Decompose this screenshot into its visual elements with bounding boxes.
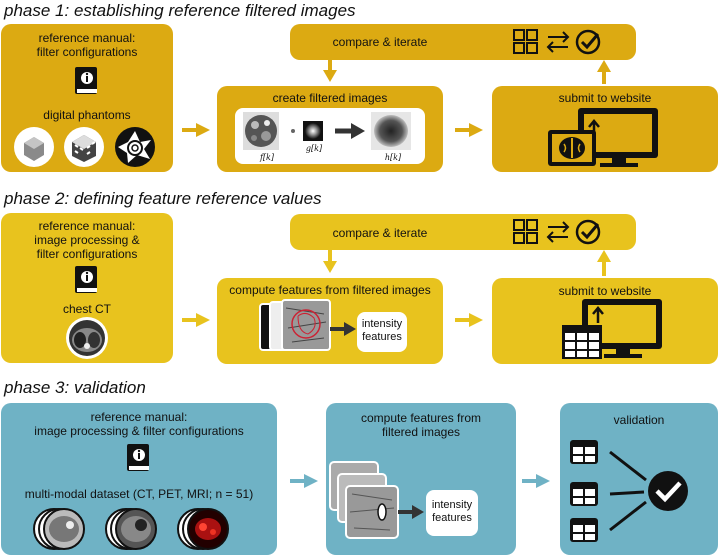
phase3-title: phase 3: validation [4, 378, 146, 397]
phase3-arrow-right-2 [522, 474, 550, 488]
phase1-phantoms-label: digital phantoms [43, 108, 131, 122]
phase3-manual-label: reference manual: image processing & fil… [34, 410, 244, 438]
f-k-label: f[k] [259, 153, 275, 162]
phase2-intensity-card [357, 312, 407, 352]
phase1-compare-label: compare & iterate [332, 35, 428, 49]
phase3-arrow-right-1 [290, 474, 318, 488]
phase2-feature-arrow [330, 322, 356, 336]
phase3-intensity-card [426, 490, 478, 536]
compare-iterate-icons [513, 29, 601, 55]
filter-convolution-diagram [243, 112, 411, 150]
phase2-arrow-up [597, 250, 611, 276]
phase1-manual-label: reference manual: filter configurations [36, 31, 138, 59]
phase1-create-label: create filtered images [272, 91, 388, 105]
manual-book-icon [127, 444, 149, 471]
manual-book-icon [75, 266, 97, 293]
phase2-compare-box [290, 214, 636, 250]
filtered-ct-stack-icon [259, 299, 331, 351]
website-monitor-table-icon [562, 299, 662, 359]
phase3-compute-label: compute features from filtered images [360, 411, 482, 439]
multimodal-scan-stacks [33, 508, 229, 550]
phase2-arrow-right-2 [455, 313, 483, 327]
validation-tables-check-icon [570, 440, 688, 542]
table-icon [570, 482, 598, 506]
compare-iterate-icons [513, 219, 601, 245]
manual-book-icon [75, 67, 97, 94]
phase2-compute-label: compute features from filtered images [229, 283, 431, 297]
phase1-title: phase 1: establishing reference filtered… [4, 1, 356, 20]
table-icon [570, 518, 598, 542]
phase2-title: phase 2: defining feature reference valu… [4, 189, 322, 208]
phase1-submit-label: submit to website [558, 91, 652, 105]
phase1-arrow-right-2 [455, 123, 483, 137]
chest-ct-icon [66, 317, 108, 359]
phase2-compare-label: compare & iterate [332, 226, 428, 240]
table-icon [570, 440, 598, 464]
phase3-dataset-label: multi-modal dataset (CT, PET, MRI; n = 5… [24, 487, 254, 501]
phase3-intensity-label: intensity features [431, 499, 473, 524]
phase2-submit-label: submit to website [558, 284, 652, 298]
h-k-label: h[k] [384, 153, 402, 162]
phase2-arrow-right-1 [182, 313, 210, 327]
filtered-multimodal-stack-icon [329, 461, 399, 539]
phase2-intensity-label: intensity features [361, 318, 403, 343]
phase3-validation-label: validation [613, 413, 665, 427]
phase1-arrow-up [597, 60, 611, 84]
phase1-compare-box [290, 24, 636, 60]
website-monitor-brain-icon [548, 108, 658, 167]
phase3-feature-arrow [398, 505, 424, 519]
digital-phantoms-icons [14, 127, 155, 167]
phase1-arrow-right-1 [182, 123, 210, 137]
g-k-label: g[k] [305, 144, 323, 153]
phase2-arrow-down [323, 250, 337, 273]
phase2-ct-label: chest CT [62, 302, 111, 316]
phase1-arrow-down [323, 60, 337, 82]
phase2-manual-label: reference manual: image processing & fil… [34, 219, 140, 261]
